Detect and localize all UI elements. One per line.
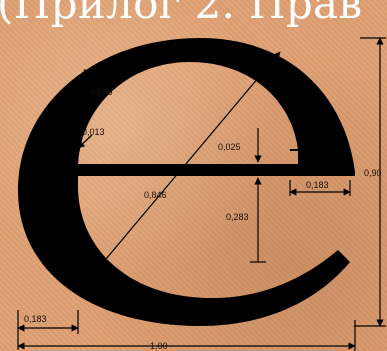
page-title: (Прилог 2. Прав [0,0,363,28]
label-lower-height: 0,283 [226,212,249,222]
label-diameter: 0,846 [144,190,167,200]
e-outer-ring [18,38,355,326]
stroke-left-arrow [77,134,93,149]
label-left-offset: 0,183 [24,314,47,324]
stroke-top-arrow [83,69,109,85]
diameter-line [89,51,281,279]
label-bar-gap: 0,025 [218,142,241,152]
label-stroke-left: 0,013 [82,127,105,137]
label-height: 0,90 [364,168,382,178]
label-right-offset: 0,183 [306,180,329,190]
label-stroke-top: 0,085 [90,87,113,97]
e-glyph [18,38,355,326]
label-width: 1,00 [150,341,168,351]
